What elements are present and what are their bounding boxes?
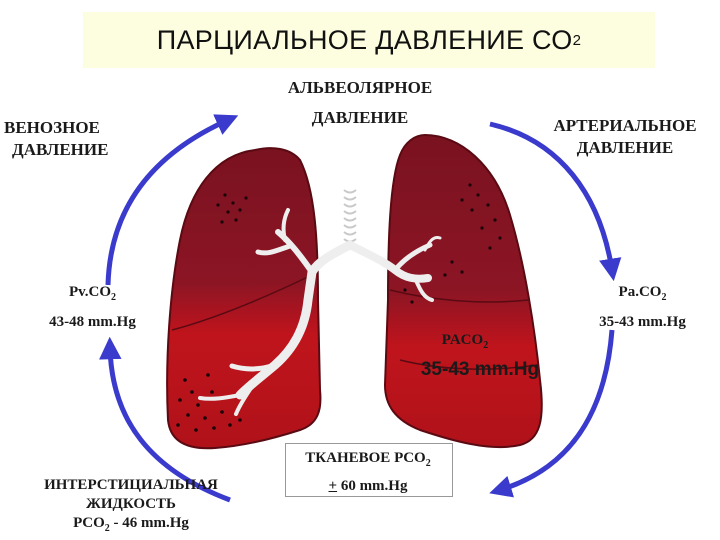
alveolar-value-subscript: 2 <box>483 340 489 351</box>
tissue-plusminus: + <box>328 478 338 494</box>
arrow-arterial-to-tissue <box>489 329 615 498</box>
right-lung-fissure-2 <box>399 359 538 370</box>
alveolar-label: АЛЬВЕОЛЯРНОЕ ДАВЛЕНИЕ <box>250 77 470 129</box>
arterial-label: АРТЕРИАЛЬНОЕ ДАВЛЕНИЕ <box>530 115 720 159</box>
arterial-value-name: Pa.CO <box>618 284 662 300</box>
alveolar-value-range: 35-43 mm.Hg <box>420 359 540 380</box>
arterial-label-line1: АРТЕРИАЛЬНОЕ <box>553 116 697 135</box>
trachea <box>343 189 357 243</box>
left-lung-fissure <box>171 274 313 331</box>
interstitial-value-subscript: 2 <box>104 523 110 534</box>
venous-value-range: 43-48 mm.Hg <box>49 314 136 330</box>
arterial-value-range: 35-43 mm.Hg <box>599 314 686 330</box>
title-subscript: 2 <box>572 31 582 49</box>
interstitial-value: ИНТЕРСТИЦИАЛЬНАЯ ЖИДКОСТЬ PCO2 - 46 mm.H… <box>0 476 262 538</box>
alveoli-dots <box>176 183 502 432</box>
tissue-value-subscript: 2 <box>425 458 431 469</box>
arrow-alveolar-to-arterial <box>489 121 622 282</box>
venous-label: ВЕНОЗНОЕ ДАВЛЕНИЕ <box>4 117 154 161</box>
interstitial-line1: ИНТЕРСТИЦИАЛЬНАЯ <box>44 477 218 493</box>
arterial-value: Pa.CO2 35-43 mm.Hg <box>565 280 720 335</box>
tissue-box <box>285 443 453 497</box>
tissue-value: ТКАНЕВОЕ PCO2 + 60 mm.Hg <box>285 447 451 498</box>
tissue-value-name: ТКАНЕВОЕ PCO <box>305 450 426 466</box>
tissue-value-number: 60 mm.Hg <box>337 478 408 494</box>
interstitial-value-name: PCO <box>73 515 105 531</box>
alveolar-label-line1: АЛЬВЕОЛЯРНОЕ <box>287 78 433 97</box>
right-lung-fissure-1 <box>389 289 529 303</box>
interstitial-line2: ЖИДКОСТЬ <box>86 496 176 512</box>
arterial-label-line2: ДАВЛЕНИЕ <box>576 138 674 157</box>
arterial-value-subscript: 2 <box>661 292 667 303</box>
title-text: ПАРЦИАЛЬНОЕ ДАВЛЕНИЕ СО <box>156 24 573 55</box>
left-lung <box>166 147 322 450</box>
venous-label-line2: ДАВЛЕНИЕ <box>12 140 109 159</box>
right-lung <box>383 133 543 449</box>
venous-value-name: Pv.CO <box>68 284 112 300</box>
venous-value: Pv.CO2 43-48 mm.Hg <box>10 280 175 335</box>
interstitial-value-number: - 46 mm.Hg <box>109 515 189 531</box>
alveolar-value-name: PACO <box>441 332 484 348</box>
arrow-venous-to-alveolar <box>105 114 239 286</box>
alveolar-value: PACO2 35-43 mm.Hg <box>400 330 560 384</box>
alveolar-label-line2: ДАВЛЕНИЕ <box>311 108 409 127</box>
bronchi-tree <box>198 208 442 416</box>
venous-label-line1: ВЕНОЗНОЕ <box>4 118 100 137</box>
arrow-interstitial-to-venous <box>99 336 231 503</box>
venous-value-subscript: 2 <box>111 292 117 303</box>
